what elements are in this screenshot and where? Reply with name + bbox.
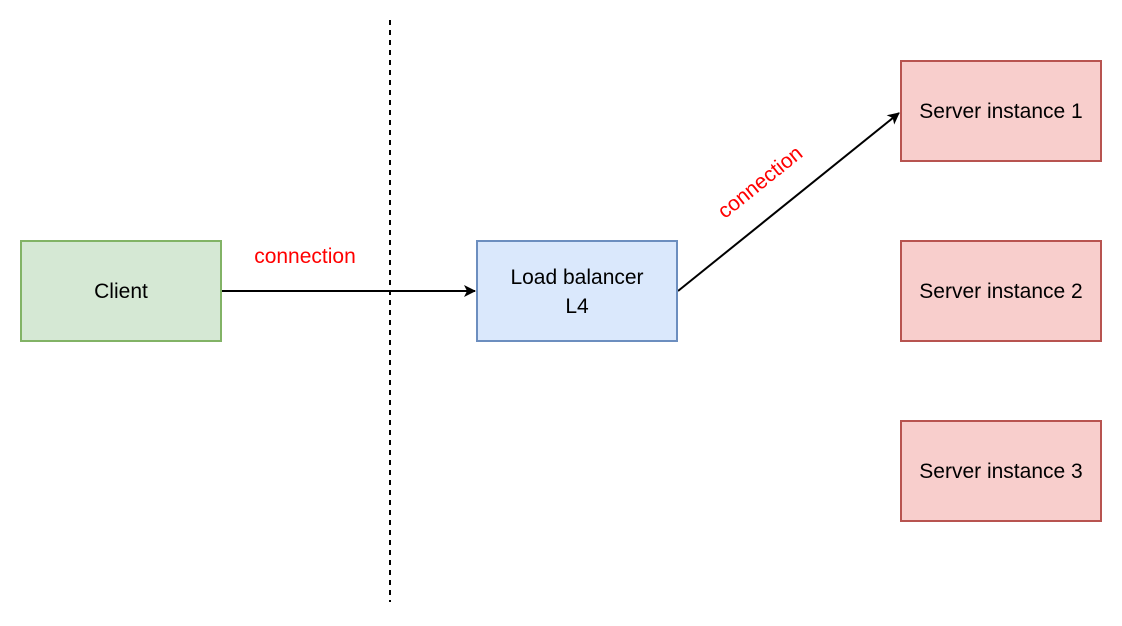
client-box[interactable]	[20, 240, 222, 342]
server-instance-3-node[interactable]: Server instance 3	[900, 420, 1102, 522]
client-node[interactable]: Client	[20, 240, 222, 342]
edge-label-connection: connection	[254, 245, 356, 268]
server-instance-1-box[interactable]	[900, 60, 1102, 162]
server-instance-2-label: Server instance 2	[919, 280, 1082, 303]
server-instance-2-box[interactable]	[900, 240, 1102, 342]
load-balancer-node[interactable]: Load balancer L4	[476, 240, 678, 342]
server-instance-3-label: Server instance 3	[919, 460, 1082, 483]
edge-client-to-load-balancer: connection	[221, 245, 476, 297]
server-instance-1-node[interactable]: Server instance 1	[900, 60, 1102, 162]
server-instance-3-box[interactable]	[900, 420, 1102, 522]
edge-load-balancer-to-server-1: connection	[677, 112, 900, 292]
connection-arrow	[677, 112, 900, 292]
client-label: Client	[94, 280, 148, 303]
server-instance-2-node[interactable]: Server instance 2	[900, 240, 1102, 342]
load-balancer-label: Load balancer	[510, 266, 643, 289]
edge-label-connection: connection	[714, 142, 808, 224]
load-balancer-box[interactable]	[476, 240, 678, 342]
load-balancer-layer-label: L4	[565, 295, 589, 318]
server-instance-1-label: Server instance 1	[919, 100, 1082, 123]
